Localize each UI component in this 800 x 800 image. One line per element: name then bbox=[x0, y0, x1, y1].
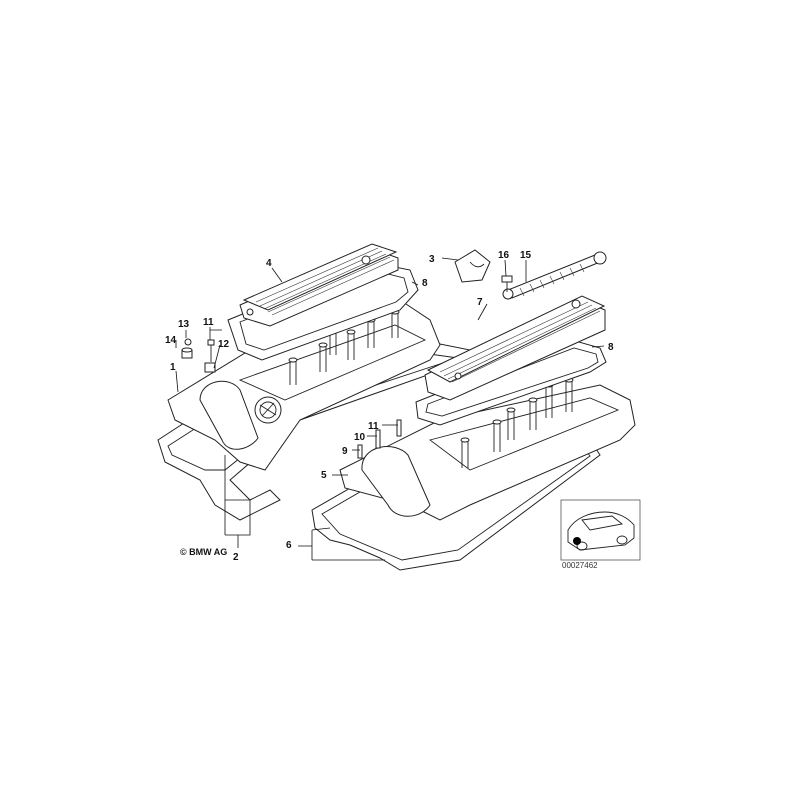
callout-9: 9 bbox=[342, 446, 348, 457]
callout-4: 4 bbox=[266, 258, 272, 269]
right-ignition-coil-cover bbox=[424, 295, 606, 401]
grounding-bolt bbox=[501, 275, 513, 292]
callout-5: 5 bbox=[321, 470, 327, 481]
diagram-id: 00027462 bbox=[562, 561, 598, 570]
callout-7: 7 bbox=[477, 297, 483, 308]
location-dot bbox=[573, 537, 581, 545]
copyright-label: © BMW AG bbox=[180, 547, 227, 557]
callout-10: 10 bbox=[354, 432, 366, 443]
callout-16: 15 bbox=[520, 250, 532, 261]
sealing-grommet bbox=[181, 347, 193, 359]
leader-lines bbox=[175, 257, 605, 561]
callout-1: 1 bbox=[170, 362, 176, 373]
dowel-pins bbox=[357, 419, 402, 459]
callout-14: 13 bbox=[178, 319, 190, 330]
callout-11: 11 bbox=[368, 421, 379, 432]
cover-cap bbox=[454, 249, 491, 283]
ground-strap bbox=[502, 251, 607, 300]
screw bbox=[207, 339, 215, 362]
callout-8b: 8 bbox=[608, 342, 614, 353]
callout-17: 16 bbox=[498, 250, 510, 261]
callout-2: 2 bbox=[233, 552, 239, 563]
callout-6: 6 bbox=[286, 540, 292, 551]
callout-12: 11 bbox=[203, 317, 214, 328]
rubber-washer bbox=[184, 338, 192, 346]
callout-15: 14 bbox=[165, 335, 177, 346]
car-locator-thumbnail bbox=[560, 499, 641, 561]
callout-3: 3 bbox=[429, 254, 435, 265]
callout-13: 12 bbox=[218, 339, 230, 350]
bushing bbox=[204, 362, 216, 373]
left-ignition-coil-cover bbox=[239, 243, 399, 327]
left-cylinder-head-cover bbox=[167, 299, 441, 471]
callout-8a: 8 bbox=[422, 278, 428, 289]
